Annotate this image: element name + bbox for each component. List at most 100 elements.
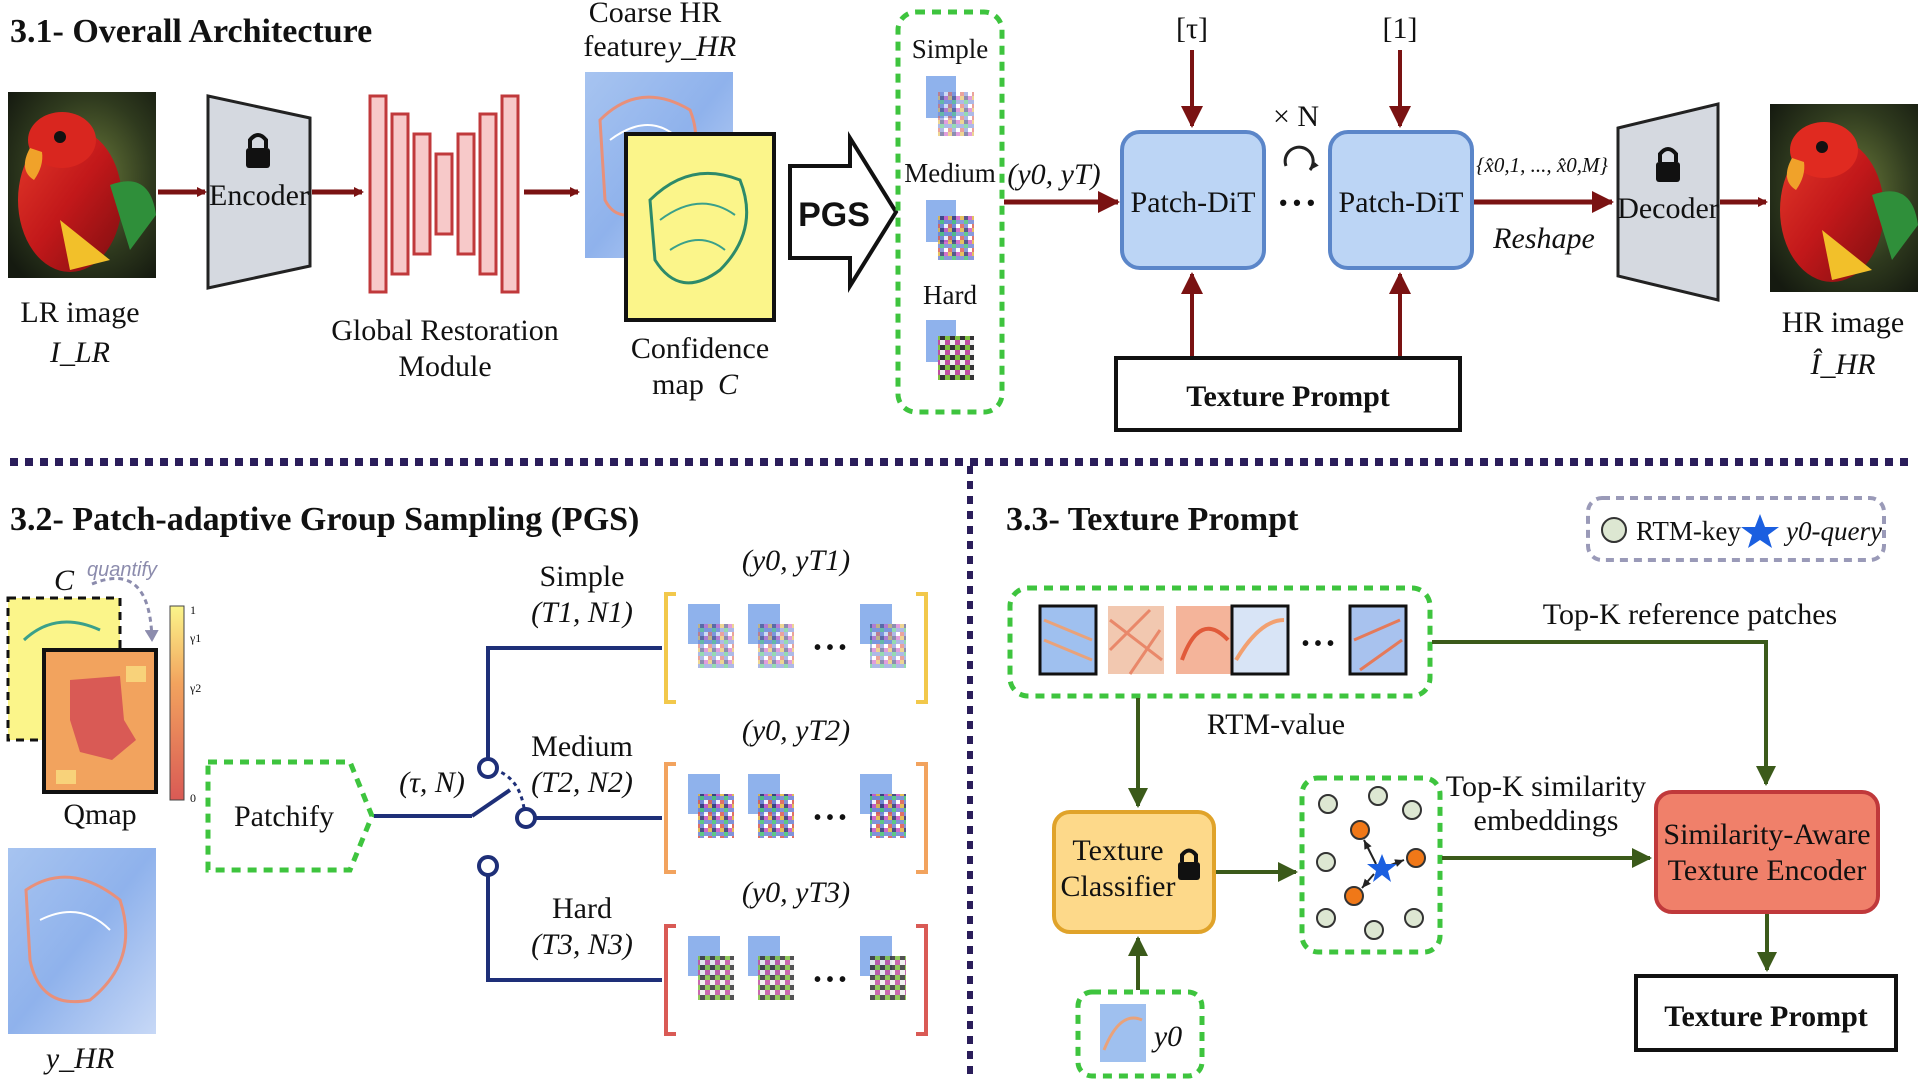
group-hard-label: Hard: [923, 280, 977, 310]
pgs-group-bracket: [664, 924, 928, 1036]
pgs-group-name: Hard: [552, 892, 612, 925]
legend-rtm-key: RTM-key: [1636, 516, 1741, 546]
similarity-encoder-box: [1654, 790, 1880, 914]
topk-sim-label-line1: Top-K similarity: [1446, 770, 1646, 803]
confidence-label-line2: map: [652, 368, 704, 401]
pgs-group-patch: [860, 774, 906, 838]
coarse-label-line1: Coarse HR: [589, 0, 721, 29]
rtm-dots: • • •: [1302, 633, 1334, 655]
colorbar-tick-1: 1: [190, 603, 196, 617]
patch-groups-box: [895, 9, 1005, 415]
pgs-group-pair: (y0, yT2): [742, 714, 850, 747]
pgs-group-patch: [688, 774, 734, 838]
rtm-value-box: [1007, 585, 1433, 699]
pgs-arrow: [788, 130, 899, 294]
qmap-label: Qmap: [63, 798, 136, 831]
grm-label-line2: Module: [398, 350, 491, 383]
section-title-texture: 3.3- Texture Prompt: [1006, 501, 1299, 538]
input-pair-label: (y0, yT): [1007, 158, 1100, 191]
patch-dit-block-1: [1120, 130, 1266, 270]
qmap-colorbar: [169, 605, 185, 801]
coarse-symbol: y_HR: [665, 30, 736, 63]
group-switch: [374, 646, 662, 982]
classifier-label-line1: Texture: [1072, 834, 1163, 867]
patchify-label: Patchify: [234, 800, 334, 833]
topk-reference-label: Top-K reference patches: [1543, 598, 1837, 631]
y0-query-legend-icon: [1741, 514, 1779, 548]
pgs-group-pair: (y0, yT3): [742, 876, 850, 909]
one-label: [1]: [1383, 12, 1418, 45]
loop-icon: [1283, 145, 1319, 171]
group-medium-label: Medium: [904, 158, 996, 188]
quantify-arrow: [91, 577, 159, 642]
classifier-lock-icon: [1178, 848, 1200, 880]
grm-label-line1: Global Restoration: [331, 314, 558, 347]
decoder-block: [1616, 102, 1720, 302]
pgs-group-bracket: [664, 762, 928, 874]
medium-patch-thumb: [926, 200, 974, 260]
encoder-label-line2: Texture Encoder: [1668, 854, 1867, 887]
qmap-image: [42, 648, 158, 794]
section-title-overall: 3.1- Overall Architecture: [10, 13, 372, 50]
pgs-group-params: (T3, N3): [531, 928, 633, 961]
confidence-label-line1: Confidence: [631, 332, 769, 365]
y0-thumb: [1100, 1004, 1146, 1062]
pgs-group-dots: • • •: [814, 969, 846, 991]
yhr-label: y_HR: [43, 1042, 114, 1075]
texture-prompt-bottom-box: [1634, 974, 1898, 1052]
pgs-group-patch: [860, 936, 906, 1000]
section-title-pgs: 3.2- Patch-adaptive Group Sampling (PGS): [10, 501, 639, 538]
classifier-label-line2: Classifier: [1061, 870, 1176, 903]
pgs-c-label: C: [54, 564, 75, 597]
hr-image-label: HR image: [1782, 306, 1904, 339]
lr-image-label: LR image: [20, 296, 139, 329]
yhr-image: [8, 848, 156, 1034]
tau-label: [τ]: [1176, 12, 1208, 45]
repeat-n-label: × N: [1273, 100, 1319, 133]
tau-n-label: (τ, N): [399, 766, 465, 799]
topk-sim-label-line2: embeddings: [1474, 804, 1619, 837]
hr-image: [1770, 104, 1918, 292]
pgs-group-dots: • • •: [814, 807, 846, 829]
output-set-label: {x̂0,1, ..., x̂0,M}: [1476, 153, 1608, 177]
patch-dit-block-2: [1328, 130, 1474, 270]
pgs-group-params: (T1, N1): [531, 596, 633, 629]
rtm-value-label: RTM-value: [1207, 708, 1345, 741]
embedding-points: [1316, 786, 1426, 940]
colorbar-tick-gamma2: γ2: [189, 681, 201, 695]
encoder-label: Encoder: [209, 179, 309, 212]
patch-dit-label-2: Patch-DiT: [1339, 186, 1464, 219]
texture-classifier-box: [1052, 810, 1216, 934]
coarse-label-line2: feature: [583, 30, 666, 63]
colorbar-tick-gamma1: γ1: [189, 631, 201, 645]
encoder-block: [206, 94, 312, 290]
pgs-group-name: Simple: [539, 560, 624, 593]
texture-prompt-top-box: [1114, 356, 1462, 432]
pgs-group-patch: [688, 936, 734, 1000]
colorbar-tick-0: 0: [190, 791, 196, 805]
pgs-group-dots: • • •: [814, 637, 846, 659]
hr-image-symbol: Î_HR: [1810, 348, 1876, 381]
rtm-key-legend-icon: [1601, 517, 1627, 543]
hard-patch-thumb: [926, 320, 974, 380]
embedding-space-box: [1299, 775, 1443, 955]
legend-box: [1586, 496, 1886, 562]
pgs-group-patch: [860, 604, 906, 668]
global-restoration-module: [368, 94, 520, 294]
arrow-topk-reference: [1432, 640, 1776, 786]
pgs-group-pair: (y0, yT1): [742, 544, 850, 577]
legend-y0-query: y0-query: [1783, 516, 1882, 546]
patchify-box: [205, 759, 375, 873]
rtm-value-patches: [1038, 604, 1408, 676]
pgs-group-patch: [748, 774, 794, 838]
pgs-group-bracket: [664, 592, 928, 704]
pgs-group-patch: [688, 604, 734, 668]
encoder-label-line1: Similarity-Aware: [1663, 818, 1870, 851]
lr-image: [8, 92, 156, 278]
pgs-label: PGS: [798, 196, 870, 234]
group-simple-label: Simple: [912, 34, 989, 64]
pgs-group-params: (T2, N2): [531, 766, 633, 799]
patch-dit-dots: • • •: [1279, 190, 1314, 215]
patch-dit-label-1: Patch-DiT: [1131, 186, 1256, 219]
